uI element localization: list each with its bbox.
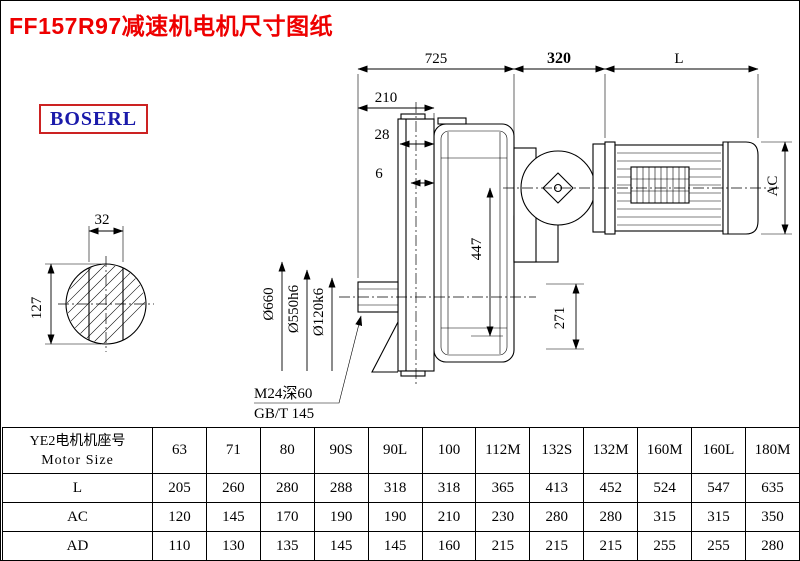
table-cell: 280 <box>583 502 639 532</box>
table-cell: 288 <box>313 473 369 503</box>
motor-size-col: 160L <box>691 427 746 474</box>
coupling-diamond <box>542 172 574 204</box>
centerlines <box>58 102 779 384</box>
table-cell: 280 <box>529 502 585 532</box>
terminal-box-hatch <box>631 167 689 203</box>
motor-size-col: 90S <box>313 427 369 474</box>
table-cell: 365 <box>475 473 531 503</box>
table-cell: 160 <box>421 531 477 561</box>
row-label: AD <box>2 531 153 561</box>
table-cell: 547 <box>691 473 746 503</box>
gb-standard-note: GB/T 145 <box>254 406 314 422</box>
table-cell: 190 <box>367 502 423 532</box>
table-cell: 318 <box>367 473 423 503</box>
motor-size-col: 90L <box>367 427 423 474</box>
motor-size-header-cn: YE2电机机座号 <box>29 433 126 449</box>
motor-size-col: 132S <box>529 427 585 474</box>
motor-size-col: 132M <box>583 427 639 474</box>
motor-size-col: 80 <box>259 427 315 474</box>
dim-271-label: 271 <box>552 307 568 330</box>
table-cell: 170 <box>259 502 315 532</box>
flange-foot <box>371 321 399 373</box>
dim-127-label: 127 <box>29 296 45 319</box>
housing-boss <box>437 117 467 125</box>
motor-size-header-en: Motor Size <box>41 452 114 468</box>
thread-note: M24深60 <box>254 385 312 402</box>
table-cell: 215 <box>475 531 531 561</box>
table-cell: 215 <box>583 531 639 561</box>
motor-size-col: 63 <box>152 427 207 474</box>
dim-L-label: L <box>674 51 683 67</box>
dim-6-label: 6 <box>375 166 383 182</box>
dim-32-label: 32 <box>95 212 110 228</box>
table-cell: 110 <box>152 531 207 561</box>
dim-725-label: 725 <box>425 51 448 67</box>
gear-housing-inner <box>440 130 508 356</box>
table-cell: 120 <box>152 502 207 532</box>
dia-550-label: Ø550h6 <box>286 284 302 333</box>
table-cell: 280 <box>259 473 315 503</box>
table-cell: 145 <box>367 531 423 561</box>
dia-120-label: Ø120k6 <box>311 287 327 336</box>
dia-660-label: Ø660 <box>261 287 277 320</box>
flange-tab-top <box>400 113 426 120</box>
table-cell: 315 <box>637 502 693 532</box>
table-cell: 145 <box>313 531 369 561</box>
table-cell: 215 <box>529 531 585 561</box>
motor-size-col: 100 <box>421 427 477 474</box>
table-cell: 255 <box>691 531 746 561</box>
thread-leader-line <box>254 315 363 404</box>
main-view <box>357 113 759 377</box>
page-title: FF157R97减速机电机尺寸图纸 <box>9 13 334 39</box>
motor-size-header: YE2电机机座号 Motor Size <box>2 427 153 474</box>
dim-447-label: 447 <box>469 237 485 260</box>
din-standard-note: DIN 332 <box>254 425 307 426</box>
table-cell: 135 <box>259 531 315 561</box>
section-hatching <box>67 265 145 343</box>
motor-size-col: 71 <box>205 427 261 474</box>
terminal-box <box>630 166 690 204</box>
motor-size-col: 180M <box>744 427 800 474</box>
table-cell: 210 <box>421 502 477 532</box>
dimensions: 725 320 L 210 28 6 AC 447 271 <box>29 50 792 426</box>
table-cell: 280 <box>744 531 800 561</box>
motor-size-col: 112M <box>475 427 531 474</box>
motor-size-col: 160M <box>637 427 693 474</box>
table-cell: 130 <box>205 531 261 561</box>
boserl-logo: BOSERL <box>39 104 149 134</box>
table-cell: 230 <box>475 502 531 532</box>
table-cell: 315 <box>691 502 746 532</box>
table-cell: 205 <box>152 473 207 503</box>
table-cell: 350 <box>744 502 800 532</box>
dim-28-label: 28 <box>375 127 390 143</box>
dim-AC-label: AC <box>765 176 781 197</box>
dim-210-label: 210 <box>375 90 398 106</box>
table-cell: 145 <box>205 502 261 532</box>
table-cell: 190 <box>313 502 369 532</box>
table-cell: 635 <box>744 473 800 503</box>
table-cell: 255 <box>637 531 693 561</box>
dim-320-label: 320 <box>547 50 571 67</box>
row-label: AC <box>2 502 153 532</box>
flange-tab-bottom <box>400 370 426 377</box>
table-cell: 413 <box>529 473 585 503</box>
row-label: L <box>2 473 153 503</box>
technical-drawing: 725 320 L 210 28 6 AC 447 271 <box>29 50 792 426</box>
table-cell: 260 <box>205 473 261 503</box>
table-cell: 524 <box>637 473 693 503</box>
table-cell: 452 <box>583 473 639 503</box>
table-cell: 318 <box>421 473 477 503</box>
